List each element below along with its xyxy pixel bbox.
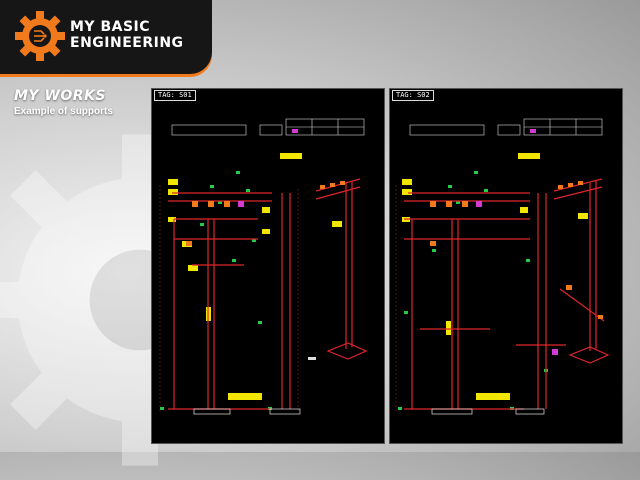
section-subtitle: Example of supports [14, 106, 113, 117]
sheet-tag: TAG: S01 [154, 90, 196, 101]
cad-drawing-s01 [159, 118, 368, 415]
brand-name: MY BASIC ENGINEERING [70, 19, 184, 51]
drawing-sheet-s01: TAG: S01 [151, 88, 385, 444]
cad-drawing-s02 [395, 118, 610, 415]
header-banner: MY BASIC ENGINEERING [0, 0, 212, 74]
section-title: MY WORKS [14, 88, 106, 104]
brand-line-2: ENGINEERING [70, 35, 184, 51]
gear-chip-icon [15, 11, 65, 61]
drawing-sheet-s02: TAG: S02 [389, 88, 623, 444]
sheet-tag: TAG: S02 [392, 90, 434, 101]
brand-line-1: MY BASIC [70, 19, 151, 35]
